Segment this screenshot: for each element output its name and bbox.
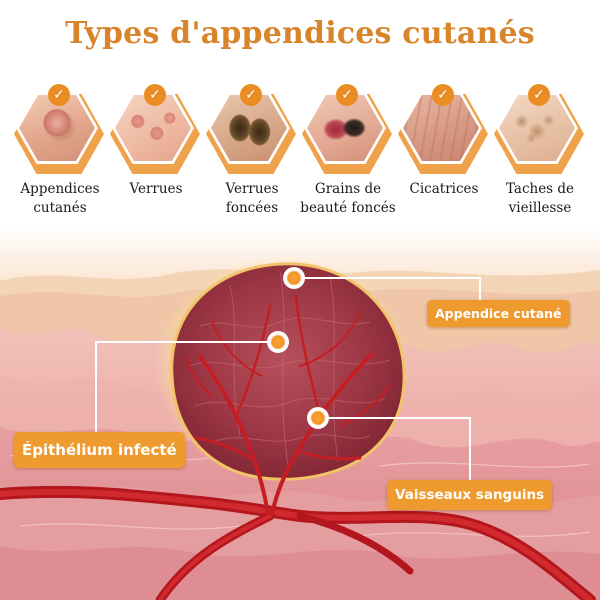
type-warts: ✓ Verrues	[108, 84, 204, 218]
callout-infected-epithelium: Épithélium infecté	[14, 432, 185, 468]
indicator-dot	[283, 267, 305, 289]
checkmark-icon: ✓	[240, 84, 262, 106]
page-title: Types d'appendices cutanés	[65, 16, 535, 51]
type-label-line1: Appendices	[20, 181, 100, 197]
checkmark-icon: ✓	[336, 84, 358, 106]
type-label-line1: Cicatrices	[409, 181, 479, 197]
indicator-dot	[307, 407, 329, 429]
type-label-line2: cutanés	[33, 200, 87, 216]
type-label-line2: beauté foncés	[300, 200, 396, 216]
type-label-line1: Taches de	[505, 181, 575, 197]
type-label-line1: Grains de	[314, 181, 382, 197]
type-dark-warts: ✓ Verrues foncées	[204, 84, 300, 218]
type-label-line2: vieillesse	[508, 200, 572, 216]
type-age-spots: ✓ Taches de vieillesse	[492, 84, 588, 218]
checkmark-icon: ✓	[432, 84, 454, 106]
skin-types-row: ✓ Appendices cutanés ✓ Verrues ✓ Verru	[0, 84, 600, 218]
type-label-line1: Verrues	[225, 181, 279, 197]
type-label-line2: foncées	[225, 200, 279, 216]
checkmark-icon: ✓	[144, 84, 166, 106]
callout-blood-vessels: Vaisseaux sanguins	[387, 480, 553, 510]
callout-skin-tag: Appendice cutané	[427, 300, 570, 327]
type-skin-tag: ✓ Appendices cutanés	[12, 84, 108, 218]
skin-layers-svg	[0, 226, 600, 600]
type-dark-moles: ✓ Grains de beauté foncés	[300, 84, 396, 218]
type-scars: ✓ Cicatrices	[396, 84, 492, 218]
skin-cross-section-illustration: Appendice cutané Épithélium infecté Vais…	[0, 226, 600, 600]
indicator-dot	[267, 331, 289, 353]
checkmark-icon: ✓	[48, 84, 70, 106]
checkmark-icon: ✓	[528, 84, 550, 106]
type-label-line1: Verrues	[129, 181, 183, 197]
